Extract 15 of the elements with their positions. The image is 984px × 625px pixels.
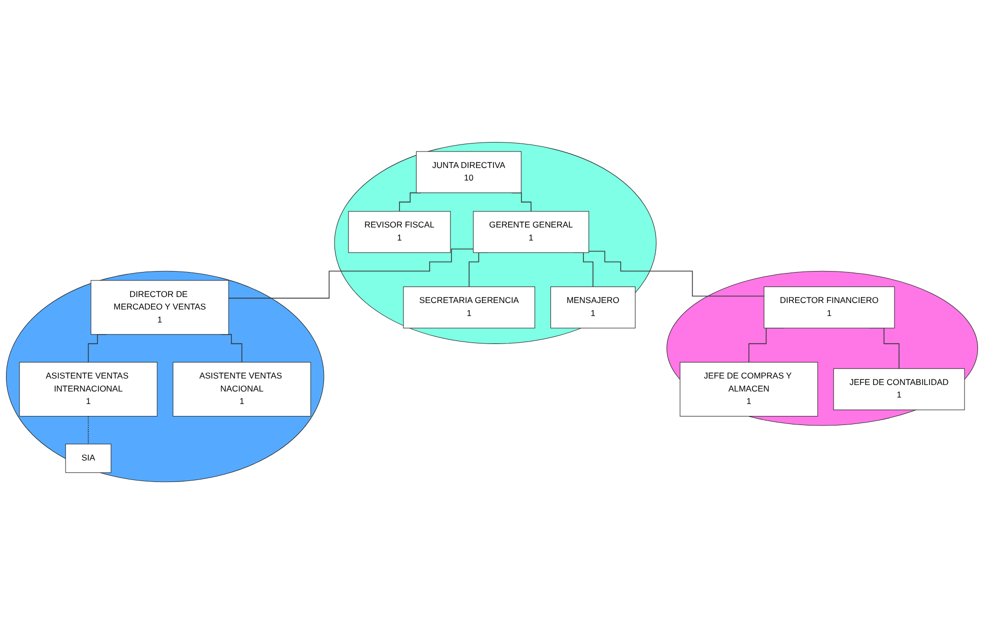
node-box: REVISOR FISCAL 1 xyxy=(348,212,451,254)
node-box: ASISTENTE VENTAS INTERNACIONAL 1 xyxy=(19,362,158,417)
connector xyxy=(228,249,474,300)
node-box: DIRECTOR FINANCIERO 1 xyxy=(764,286,895,329)
node-box: JEFE DE COMPRAS Y ALMACEN 1 xyxy=(680,362,818,417)
node-box: SIA xyxy=(65,444,112,474)
node-box: DIRECTOR DE MERCADEO Y VENTAS 1 xyxy=(90,280,229,336)
connector xyxy=(588,251,764,297)
node-box: MENSAJERO 1 xyxy=(550,286,636,329)
node-box: JEFE DE CONTABILIDAD 1 xyxy=(833,368,965,411)
node-box: SECRETARIA GERENCIA 1 xyxy=(403,286,536,329)
node-box: JUNTA DIRECTIVA 10 xyxy=(416,152,522,194)
connector xyxy=(88,416,89,445)
node-box: GERENTE GENERAL 1 xyxy=(473,212,590,254)
node-box: ASISTENTE VENTAS NACIONAL 1 xyxy=(172,362,311,417)
